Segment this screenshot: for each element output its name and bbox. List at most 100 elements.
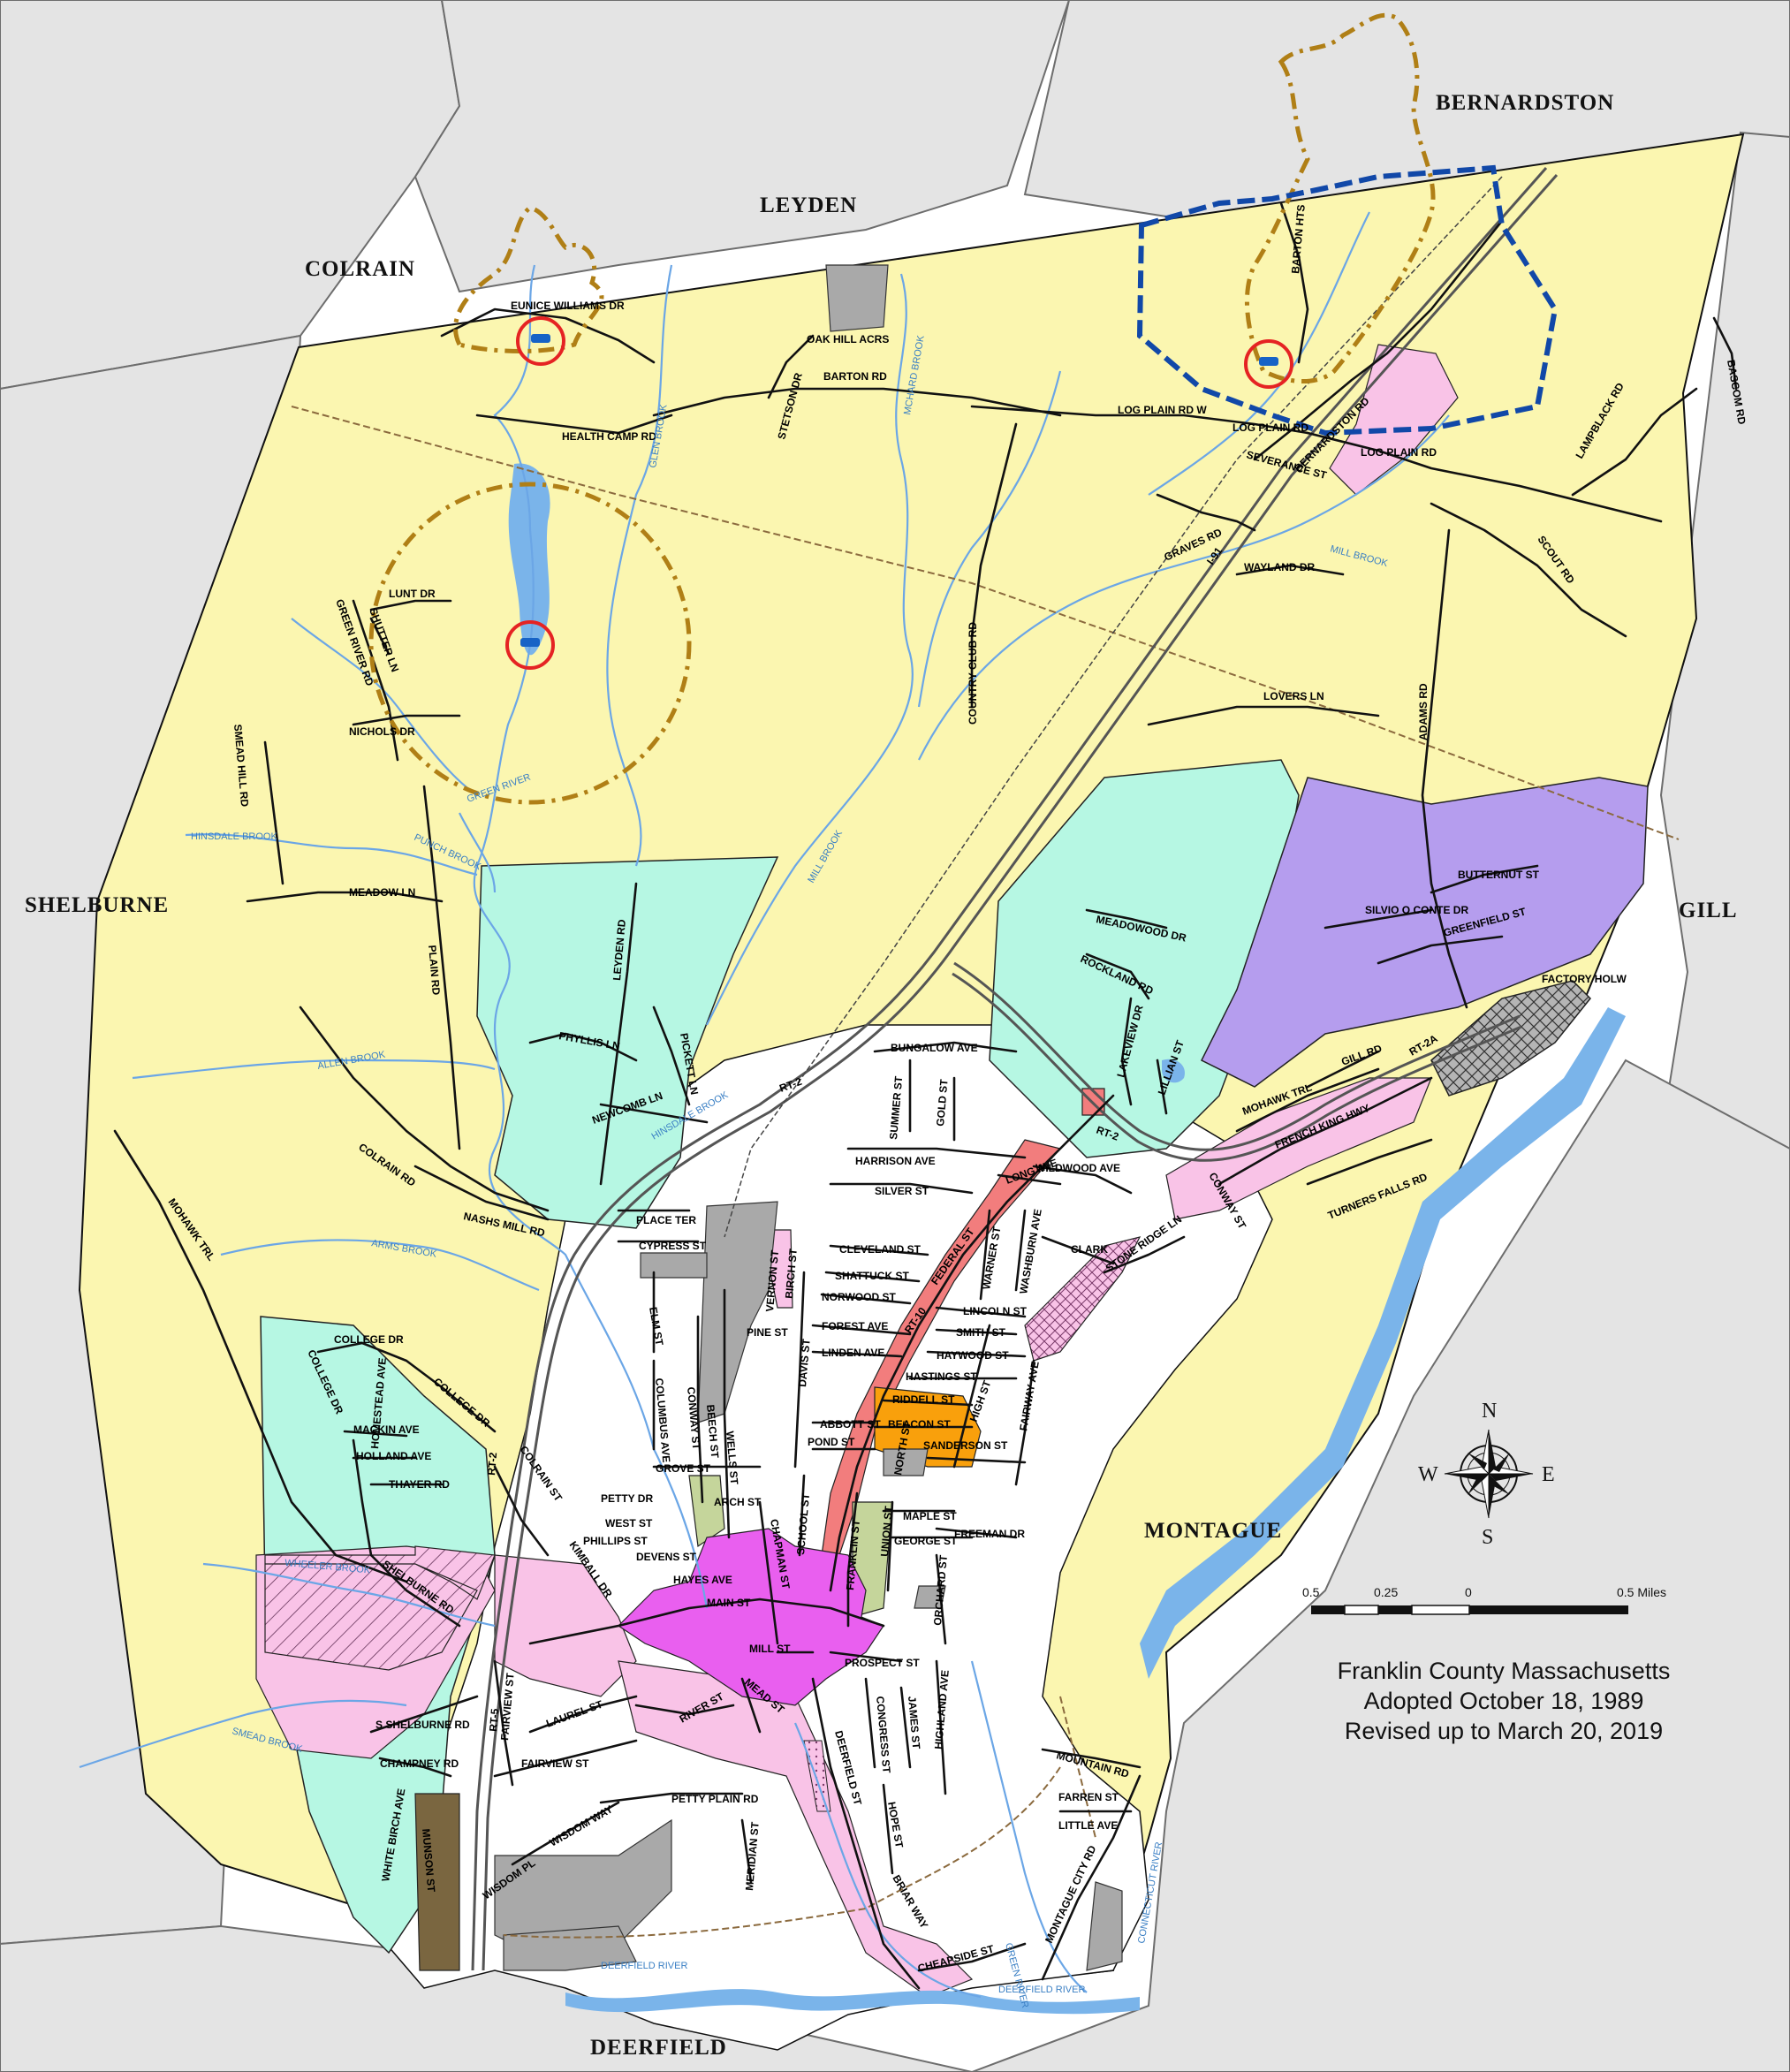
- caption-line-1: Franklin County Massachusetts: [1338, 1658, 1671, 1684]
- road-shattuck: [824, 1271, 921, 1283]
- aquifer-boundary-bernardston: [1244, 12, 1436, 384]
- street-label: MAPLE ST: [903, 1510, 957, 1522]
- street-label: PROSPECT ST: [845, 1657, 920, 1669]
- street-label: MAIN ST: [707, 1597, 751, 1609]
- street-label: RT-5: [487, 1708, 501, 1732]
- street-label: BUNGALOW AVE: [891, 1042, 978, 1054]
- road-plain: [422, 785, 461, 1150]
- street-label: HARRISON AVE: [855, 1155, 936, 1167]
- street-label: WELLS ST: [724, 1431, 740, 1485]
- stream-punch-brook: [459, 812, 497, 893]
- road-adams: [1421, 528, 1468, 1009]
- street-label: DEVENS ST: [636, 1551, 697, 1563]
- road-homestead: [352, 1438, 373, 1557]
- street-label: COUNTRY CLUB RD: [967, 622, 979, 725]
- road-bascom: [1712, 316, 1738, 391]
- road-warner: [979, 1209, 991, 1301]
- road-main: [528, 1598, 885, 1645]
- rail-line-montague: [1059, 1696, 1096, 1839]
- road-log-plain: [1306, 431, 1663, 523]
- street-label: SMITH ST: [956, 1326, 1006, 1339]
- stream-smead-brook: [79, 1699, 407, 1769]
- street-label: VERNON ST: [763, 1249, 781, 1313]
- road-river-st: [634, 1704, 735, 1716]
- stream-allen-brook: [132, 1059, 496, 1080]
- compass-label-w: W: [1418, 1463, 1438, 1486]
- road-wells: [723, 1288, 731, 1539]
- water-well-icon: [531, 334, 550, 343]
- street-label: HAYWOOD ST: [937, 1349, 1009, 1362]
- lake-meadowood: [1162, 1059, 1185, 1083]
- street-label: ADAMS RD: [1417, 683, 1430, 740]
- street-label: LOG PLAIN RD: [1233, 421, 1308, 434]
- street-label: RT-2: [485, 1452, 499, 1476]
- street-label: CONWAY ST: [685, 1386, 702, 1451]
- road-deerfield-st: [811, 1677, 921, 1990]
- road-wayland: [1235, 564, 1345, 576]
- town-montague-area: [971, 1059, 1790, 2072]
- town-label-colrain: COLRAIN: [305, 257, 415, 281]
- town-label-shelburne: SHELBURNE: [25, 893, 169, 917]
- street-label: FOREST AVE: [822, 1320, 888, 1332]
- road-freeman: [935, 1527, 1018, 1539]
- street-label: CHAMPNEY RD: [380, 1757, 459, 1770]
- road-green-river-rd: [352, 599, 399, 762]
- scale-label-0: 0.5: [1302, 1585, 1320, 1599]
- road-norwood: [820, 1293, 912, 1305]
- wells: [505, 316, 1293, 670]
- town-label-deerfield: DEERFIELD: [590, 2036, 727, 2060]
- street-label: BUTTERNUT ST: [1458, 869, 1540, 881]
- road-fairway: [1014, 1359, 1035, 1486]
- road-lovers: [1147, 705, 1380, 726]
- central-commercial-zone: [618, 1528, 884, 1706]
- road-harrison: [846, 1147, 1027, 1159]
- road-meadowood: [1085, 908, 1168, 930]
- street-label: LINDEN AVE: [822, 1347, 884, 1359]
- road-riddell: [882, 1399, 974, 1407]
- stream-west-tributary: [291, 618, 478, 796]
- well-eunice-williams: [516, 316, 565, 366]
- compass-rose: N S E W: [1418, 1400, 1555, 1549]
- street-label: BEACON ST: [888, 1418, 951, 1431]
- streams: [79, 211, 1450, 1999]
- street-label: MACKIN AVE: [353, 1423, 420, 1436]
- conservation-zone-green-river: [476, 856, 779, 1229]
- compass-rose-icon: [1444, 1429, 1534, 1519]
- street-label: NICHOLS DR: [349, 725, 415, 738]
- street-label: FAIRVIEW ST: [498, 1672, 517, 1741]
- road-conway: [696, 1315, 704, 1504]
- road-fairview-st: [493, 1659, 514, 1787]
- stream-label: HINSDALE BROOK: [191, 831, 277, 842]
- street-label: RIDDELL ST: [892, 1393, 955, 1406]
- public-zone-airport-field: [494, 1818, 672, 1954]
- town-leyden-area: [413, 0, 1071, 293]
- street-label: SILVER ST: [875, 1185, 929, 1197]
- road-colrain-st: [493, 1465, 550, 1557]
- general-commercial-main-west: [494, 1554, 637, 1697]
- road-pickett: [652, 1006, 691, 1106]
- road-lunt: [369, 599, 452, 611]
- road-hope: [882, 1783, 894, 1875]
- street-label: CLEVELAND ST: [839, 1243, 922, 1256]
- street-label: FAIRVIEW ST: [521, 1757, 589, 1770]
- road-davis: [793, 1271, 806, 1469]
- rail-line-main: [724, 176, 1503, 1238]
- road-lillian: [1156, 1059, 1168, 1115]
- aquifer-circle-green-river: [368, 482, 692, 805]
- roads: [113, 201, 1738, 1990]
- road-s-shelburne: [369, 1695, 479, 1734]
- public-zone-cypress: [640, 1252, 708, 1279]
- street-label: LEYDEN RD: [611, 919, 628, 982]
- street-label: CYPRESS ST: [639, 1240, 707, 1252]
- scale-label-2: 0: [1465, 1585, 1472, 1599]
- rail-lines: [291, 406, 1680, 1939]
- street-label: FARREN ST: [1058, 1791, 1119, 1803]
- street-label: COLLEGE DR: [334, 1333, 404, 1346]
- town-label-bernardston: BERNARDSTON: [1436, 91, 1614, 115]
- town-labels: COLRAIN LEYDEN BERNARDSTON SHELBURNE GIL…: [25, 91, 1737, 2060]
- road-high: [952, 1324, 991, 1469]
- street-label: BEECH ST: [704, 1404, 721, 1459]
- road-sanderson: [926, 1456, 1027, 1464]
- road-haywood: [926, 1350, 1027, 1358]
